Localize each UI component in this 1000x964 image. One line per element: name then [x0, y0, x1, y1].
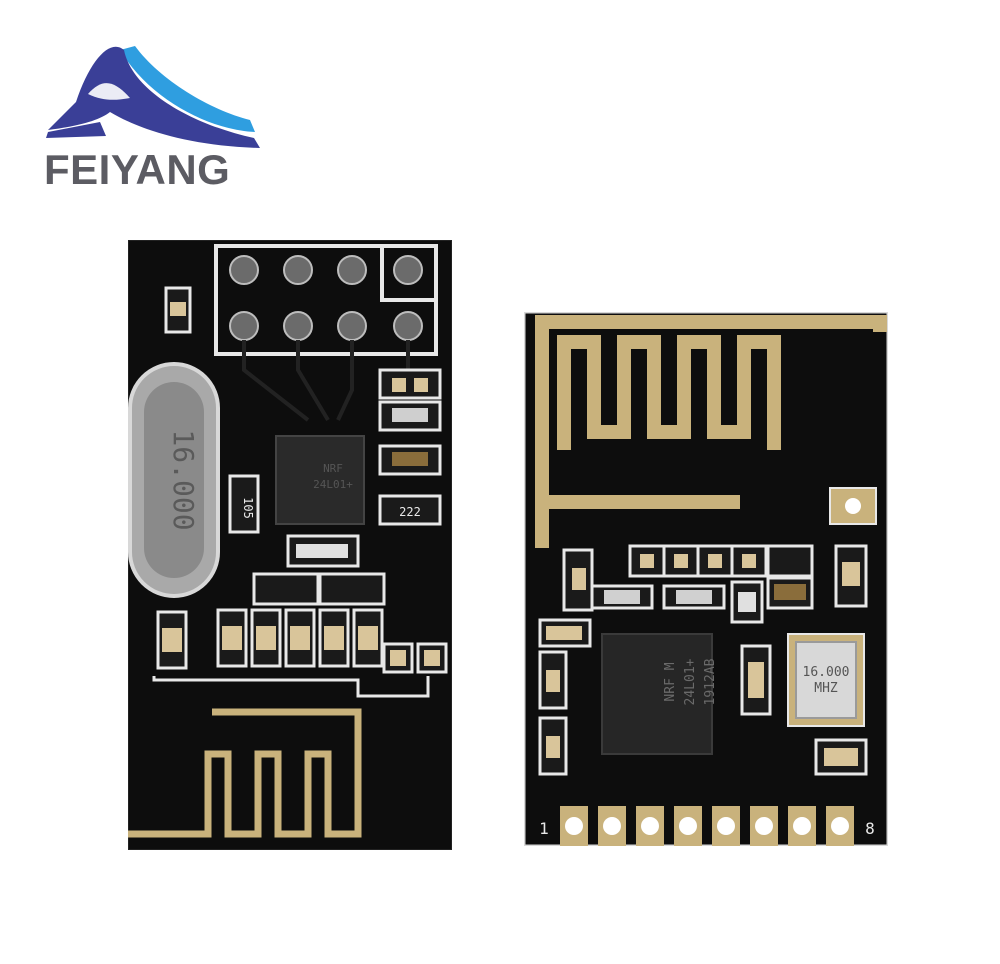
chip-line-1: NRF M	[663, 662, 678, 701]
chip-line-1: NRF	[323, 462, 343, 475]
brand-name: FEIYANG	[44, 146, 231, 193]
chip-line-2: 24L01+	[313, 478, 353, 491]
chip-line-3: 1912AB	[703, 658, 718, 705]
pcb-antenna	[128, 708, 362, 838]
pcb-antenna	[535, 315, 887, 548]
nrf24l01-chip: NRF 24L01+	[275, 435, 365, 525]
pin-label-last: 8	[865, 819, 875, 838]
pin-header	[214, 244, 438, 356]
right-module: NRF M 24L01+ 1912AB 16.000 MHZ 1 8	[524, 312, 888, 846]
component-label-1: 105	[241, 497, 255, 519]
pin-label-first: 1	[539, 819, 549, 838]
nrf24l01-chip: NRF M 24L01+ 1912AB	[601, 633, 718, 755]
crystal-oscillator: 16.000 MHZ	[787, 633, 865, 727]
crystal-label: 16.000	[167, 429, 200, 530]
crystal-line-1: 16.000	[803, 665, 850, 680]
left-module: 16.000 NRF 24L01+ 105	[128, 240, 452, 850]
component-label-2: 222	[399, 505, 421, 519]
crystal-line-2: MHZ	[814, 681, 838, 696]
wave-logo-icon	[46, 46, 260, 148]
crystal-oscillator: 16.000	[128, 362, 220, 598]
castellated-pins	[560, 806, 854, 846]
chip-line-2: 24L01+	[683, 658, 698, 705]
